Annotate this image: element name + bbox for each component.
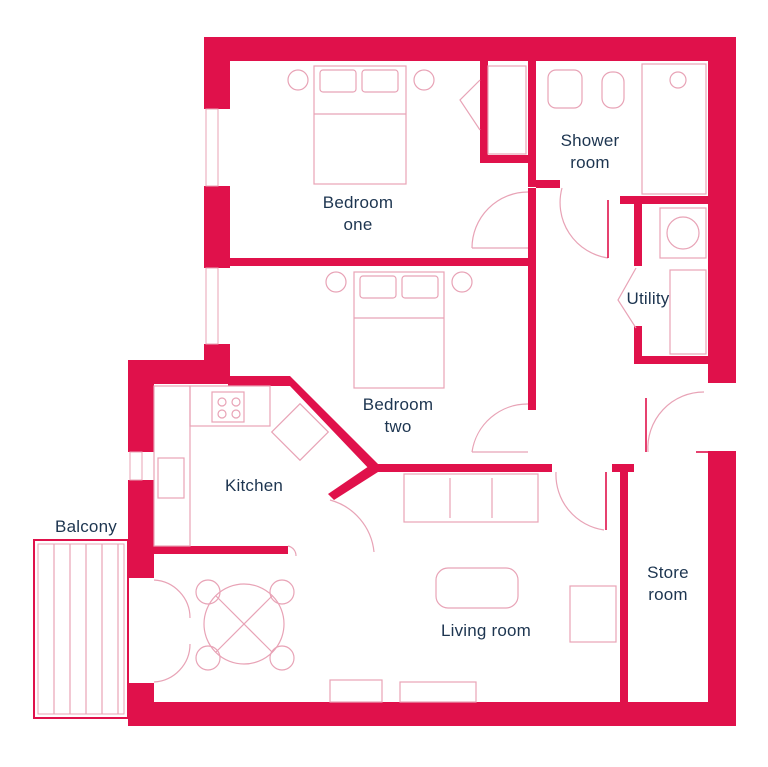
room-label-kitchen: Kitchen — [225, 476, 283, 495]
doors — [153, 187, 708, 683]
room-label-living-room: Living room — [441, 621, 531, 640]
double-bed — [313, 65, 407, 185]
walls — [128, 37, 736, 726]
balcony-area — [33, 539, 129, 719]
furniture — [153, 63, 707, 703]
room-label-balcony: Balcony — [55, 517, 117, 536]
room-label-utility: Utility — [627, 289, 670, 308]
double-bed — [353, 271, 445, 389]
windows — [129, 108, 219, 481]
